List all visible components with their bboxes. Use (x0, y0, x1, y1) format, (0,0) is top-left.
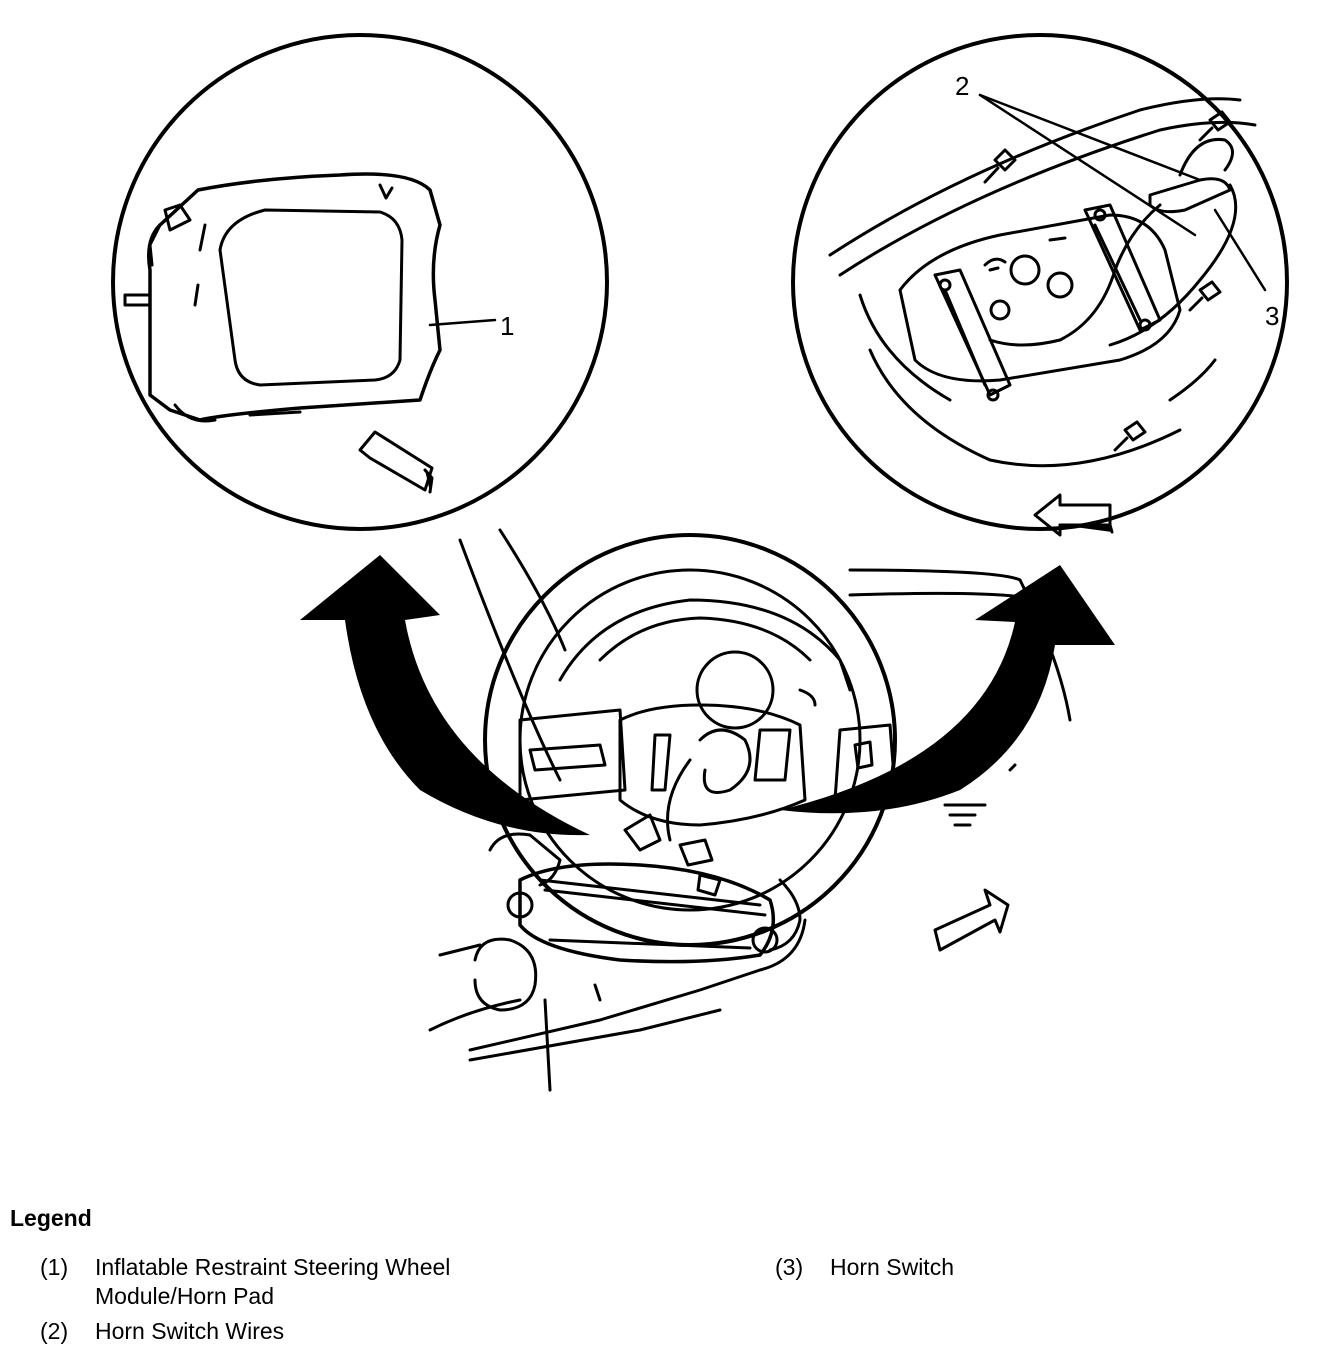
callout-2: 2 (955, 71, 969, 101)
legend-title: Legend (10, 1205, 92, 1231)
right-detail-circle (791, 33, 1289, 537)
legend-item-label: Horn Switch Wires (95, 1318, 285, 1344)
legend-item: (3) Horn Switch (775, 1253, 1175, 1283)
legend-item-number: (2) (40, 1318, 69, 1344)
legend-item-label: Horn Switch (830, 1254, 954, 1280)
callout-1: 1 (500, 311, 514, 341)
steering-wheel-diagram: 1 2 3 (111, 33, 1289, 1092)
legend-item-label: Inflatable Restraint Steering Wheel (95, 1254, 451, 1280)
steering-wheel-main-view (428, 528, 1072, 1092)
legend-item: (1) Inflatable Restraint Steering Wheel … (40, 1253, 640, 1313)
callout-3: 3 (1265, 301, 1279, 331)
left-detail-circle (111, 33, 609, 531)
legend: Legend (1) Inflatable Restraint Steering… (0, 1195, 1344, 1350)
legend-item: (2) Horn Switch Wires (40, 1317, 640, 1347)
removal-arrows (300, 555, 1115, 836)
legend-item-number: (3) (775, 1254, 804, 1280)
legend-item-label-continued: Module/Horn Pad (95, 1283, 274, 1309)
legend-item-number: (1) (40, 1254, 69, 1280)
